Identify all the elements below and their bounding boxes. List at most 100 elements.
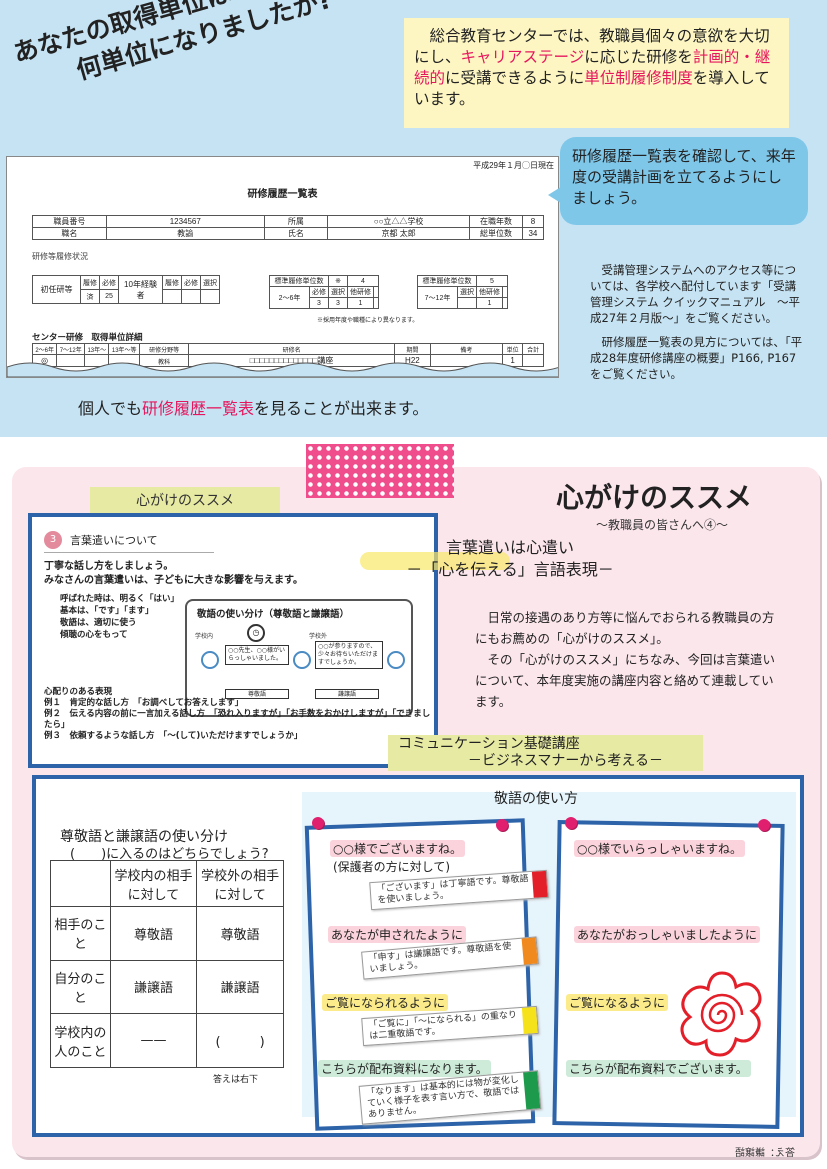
table-cell: ——	[109, 1013, 198, 1068]
intro-text-keikaku: 計画的・継続的	[414, 48, 771, 87]
table-row: 相手のこと 尊敬語 尊敬語	[50, 906, 284, 961]
intro-text-career: キャリアステージ	[460, 48, 585, 66]
intro-text-2: に応じた研修を	[584, 48, 693, 66]
school-out-label: 学校外	[309, 633, 328, 640]
quiz-answer-note: 答えは右下	[213, 1075, 259, 1085]
doc-cell: 他研修	[347, 286, 374, 298]
doc-section-label: 研修等履修状況	[32, 252, 88, 261]
doc-cell: 履修	[162, 275, 182, 290]
kokoro-description: 日常の接遇のあり方等に悩んでおられる教職員の方にもお薦めの「心がけのススメ」。 …	[475, 607, 780, 712]
doc-cell: 選択	[328, 286, 348, 298]
doc-block-7-12: 標準履修単位数 5 7～12年 選択 他研修 1	[417, 275, 508, 309]
table-row: 自分のこと 謙譲語 謙譲語	[50, 959, 284, 1015]
slip-tab	[521, 1006, 538, 1034]
doc-cell: 2～6年	[269, 286, 310, 309]
doc-block-shonin: 初任研等 履修 必修 10年経験者 履修 必修 選択 済 25	[32, 275, 220, 304]
correct-phrase-3: ご覧になるように	[566, 994, 669, 1011]
doc-cell: 必修	[99, 275, 119, 290]
doc-cell: 研修名	[188, 343, 395, 355]
doc-cell: 総単位数	[469, 227, 523, 240]
doc-title: 研修履歴一覧表	[247, 189, 318, 200]
doc-cell: 5	[476, 275, 508, 287]
doc-date: 平成29年１月◯日現在	[473, 161, 554, 170]
doc-cell: ○○立△△学校	[326, 215, 471, 228]
table-row: 学校内の人のこと —— ( )	[50, 1013, 284, 1068]
pushpin-icon	[496, 819, 508, 831]
kenshu-rireki-document: 平成29年１月◯日現在 研修履歴一覧表 職員番号 1234567 所属 ○○立△…	[6, 156, 559, 378]
kotoba-line1: 言葉遣いは心遣い	[445, 538, 574, 557]
doc-cell: 教科	[138, 354, 190, 367]
table-cell: 学校外の相手に対して	[196, 860, 284, 907]
bubble-in: ○○先生、○○様がいらっしゃいました。	[225, 645, 289, 665]
comm-line2: －ビジネスマナーから考える－	[467, 753, 663, 769]
desc-1: 日常の接遇のあり方等に悩んでおられる教職員の方にもお薦めの「心がけのススメ」。	[475, 610, 775, 646]
quiz-title: 尊敬語と謙譲語の使い分け	[60, 829, 228, 845]
doc-detail-table: 2～6年 7～12年 13年～ 13年～等 研修分野等 研修名 期間 備考 単位…	[31, 343, 544, 367]
highlight-stroke	[360, 552, 510, 570]
table-cell: 謙譲語	[109, 959, 198, 1015]
lead-1: 丁寧な話し方をしましょう。	[44, 561, 174, 572]
list-item: 呼ばれた時は、明るく「はい」	[60, 594, 180, 604]
top-section: あなたの取得単位は 何単位になりましたか? 総合教育センターでは、教職員個々の意…	[0, 0, 827, 437]
comm-course-tab: コミュニケーション基礎講座 －ビジネスマナーから考える－	[388, 735, 703, 771]
doc-cell: ※	[328, 275, 348, 287]
intro-text-seido: 単位制履修制度	[584, 69, 693, 87]
doc-cell: 氏名	[263, 227, 328, 240]
doc-cell: 25	[99, 289, 119, 304]
wrong-phrase-1: ○○様でございますね。	[330, 840, 465, 857]
table-row: 学校内の相手に対して 学校外の相手に対して	[50, 860, 284, 907]
correct-phrase-4: こちらが配布資料でございます。	[566, 1060, 751, 1077]
intro-text-3: に受講できるように	[445, 69, 585, 87]
doc-cell: 職名	[32, 227, 107, 240]
doc-cell: 研修分野等	[138, 343, 190, 355]
doc-center-title: センター研修 取得単位詳細	[32, 332, 143, 342]
doc-cell	[522, 354, 544, 367]
doc-cell: 13年～等	[108, 343, 140, 355]
wrong-phrase-3: ご覧になられるように	[322, 994, 449, 1011]
doc-cell	[502, 286, 508, 298]
pushpin-icon	[758, 819, 770, 831]
table-cell: 尊敬語	[196, 906, 284, 961]
doc-cell: 13年～	[84, 343, 110, 355]
pushpin-icon	[312, 817, 324, 829]
title-underline	[44, 552, 214, 553]
slip-tab	[531, 870, 548, 898]
leaflet-title: 言葉遣いについて	[70, 534, 158, 547]
intro-text-1: 総合教育センターでは、教職員個々の意欲を大切にし、	[414, 27, 770, 66]
doc-cell: 済	[80, 289, 100, 304]
doc-cell: 3	[309, 297, 329, 309]
side-note-1: 受講管理システムへのアクセス等については、各学校へ配付しています「受講管理システ…	[590, 263, 800, 325]
doc-cell: 履修	[80, 275, 100, 290]
kokoro-subtitle: ～教職員の皆さんへ④～	[596, 518, 729, 532]
doc-block-2-6: 標準履修単位数 ※ 4 2～6年 必修 選択 他研修 3 3 1	[269, 275, 379, 309]
doc-cell	[181, 289, 201, 304]
wrong-phrase-4: こちらが配布資料になります。	[318, 1060, 491, 1077]
wrong-phrase-1-note: (保護者の方に対して)	[333, 860, 451, 874]
doc-cell: 合計	[522, 343, 544, 355]
desc-2: その「心がけのススメ」にちなみ、今回は言葉遣いについて、本年度実施の講座内容と絡…	[475, 652, 776, 709]
list-item: 基本は、「です」「ます」	[60, 606, 154, 616]
table-cell: 謙譲語	[196, 959, 284, 1015]
table-cell: 学校内の相手に対して	[109, 860, 198, 907]
arrow-kenjogo: 謙譲語	[315, 689, 379, 699]
side-note-2: 研修履歴一覧表の見方については、「平成28年度研修講座の概要」P166, P16…	[590, 335, 803, 381]
list-item: 敬語は、適切に使う	[60, 618, 137, 628]
leaflet-list: 呼ばれた時は、明るく「はい」 基本は、「です」「ます」 敬語は、適切に使う 傾聴…	[60, 593, 179, 641]
doc-cell	[373, 286, 379, 298]
quiz-table: 学校内の相手に対して 学校外の相手に対して 相手のこと 尊敬語 尊敬語 自分のこ…	[50, 860, 284, 1068]
doc-cell	[457, 297, 477, 309]
quiz-sub: ( )に入るのはどちらでしょう?	[70, 847, 269, 862]
doc-info-table: 職員番号 1234567 所属 ○○立△△学校 在職年数 8 職名 教諭 氏名 …	[32, 215, 545, 240]
doc-cell	[502, 297, 508, 309]
arrow-sonkeigo: 尊敬語	[225, 689, 289, 699]
doc-cell: 他研修	[476, 286, 503, 298]
slip-tab	[521, 937, 538, 965]
kotoba-line2: －「心を伝える」言語表現－	[406, 560, 614, 579]
table-cell: 尊敬語	[109, 906, 198, 961]
face-icon	[293, 651, 311, 669]
flower-stamp-icon	[680, 971, 762, 1057]
kubari-section: 心配りのある表現 例１ 肯定的な話し方 「お調べしてお答えします」 例２ 伝える…	[44, 687, 434, 742]
face-icon	[387, 651, 405, 669]
doc-cell: 必修	[181, 275, 201, 290]
doc-cell: 必修	[309, 286, 329, 298]
